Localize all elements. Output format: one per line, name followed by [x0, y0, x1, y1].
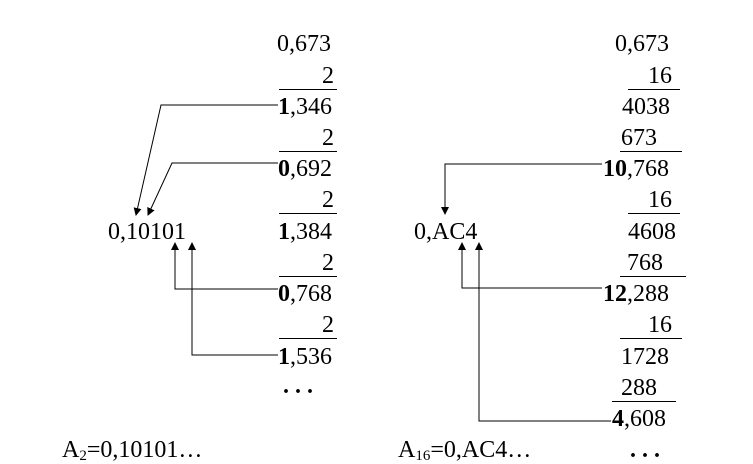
binary-multiplier-4: 2: [322, 250, 334, 276]
hex-multiplier-2: 16: [648, 187, 672, 213]
hex-arrow-3: [475, 242, 611, 422]
binary-multiplier-1: 2: [322, 63, 334, 89]
hex-partial-3a: 1728: [621, 344, 669, 370]
hex-rule-1: [628, 89, 680, 90]
hex-result: 0,AC4: [414, 219, 478, 245]
hex-start-value: 0,673: [615, 31, 669, 57]
hex-rule-2: [620, 151, 682, 152]
binary-rule-2: [279, 151, 337, 152]
hex-arrow-2: [458, 242, 602, 289]
hex-summary-base: A: [398, 437, 416, 463]
binary-ellipsis: . . .: [283, 373, 313, 399]
hex-step-2: 12,288: [603, 282, 669, 306]
hex-summary-value: =0,AC4…: [430, 437, 532, 463]
binary-step-2: 0,692: [278, 157, 332, 181]
hex-step-3-frac: ,608: [624, 406, 666, 432]
binary-summary: A2=0,10101…: [62, 438, 202, 464]
binary-summary-subscript: 2: [79, 448, 87, 464]
binary-multiplier-5: 2: [322, 312, 334, 338]
binary-step-4-frac: ,768: [290, 281, 332, 307]
binary-arrow-4: [171, 242, 278, 290]
hex-step-1-frac: ,768: [627, 156, 669, 182]
binary-rule-5: [279, 338, 337, 339]
binary-step-1-frac: ,346: [290, 94, 332, 120]
binary-arrow-2: [147, 162, 278, 216]
hex-step-3: 4,608: [612, 407, 666, 431]
binary-arrow-1: [133, 104, 278, 216]
hex-multiplier-3: 16: [648, 312, 672, 338]
binary-step-5-int: 1: [278, 344, 290, 370]
binary-step-4: 0,768: [278, 282, 332, 306]
binary-result: 0,10101: [108, 219, 186, 245]
binary-step-2-frac: ,692: [290, 156, 332, 182]
hex-rule-3: [628, 213, 680, 214]
hex-rule-5: [620, 338, 682, 339]
hex-step-2-int: 12: [603, 281, 627, 307]
binary-start-value: 0,673: [277, 31, 331, 57]
binary-rule-4: [279, 276, 337, 277]
binary-rule-3: [279, 213, 337, 214]
hex-partial-2b: 768: [627, 250, 663, 276]
binary-multiplier-2: 2: [322, 125, 334, 151]
binary-step-3: 1,384: [278, 220, 332, 244]
binary-arrow-5: [188, 242, 278, 356]
binary-step-5: 1,536: [278, 345, 332, 369]
hex-rule-6: [612, 401, 676, 402]
hex-step-1: 10,768: [603, 157, 669, 181]
hex-rule-4: [620, 276, 686, 277]
hex-step-2-frac: ,288: [627, 281, 669, 307]
binary-summary-base: A: [62, 437, 80, 463]
hex-summary-subscript: 16: [415, 448, 431, 464]
hex-summary: A16=0,AC4…: [398, 438, 531, 464]
hex-partial-1a: 4038: [622, 94, 670, 120]
binary-summary-value: =0,10101…: [86, 437, 203, 463]
binary-rule-1: [279, 89, 337, 90]
binary-step-3-int: 1: [278, 219, 290, 245]
hex-step-3-int: 4: [612, 406, 624, 432]
hex-ellipsis: . . .: [630, 437, 660, 463]
hex-arrow-1: [441, 163, 602, 215]
hex-multiplier-1: 16: [648, 63, 672, 89]
hex-partial-2a: 4608: [628, 219, 676, 245]
binary-step-2-int: 0: [278, 156, 290, 182]
binary-step-1: 1,346: [278, 95, 332, 119]
binary-step-3-frac: ,384: [290, 219, 332, 245]
binary-multiplier-3: 2: [322, 187, 334, 213]
hex-step-1-int: 10: [603, 156, 627, 182]
binary-step-1-int: 1: [278, 94, 290, 120]
hex-partial-3b: 288: [621, 375, 657, 401]
binary-step-5-frac: ,536: [290, 344, 332, 370]
binary-step-4-int: 0: [278, 281, 290, 307]
hex-partial-1b: 673: [621, 125, 657, 151]
